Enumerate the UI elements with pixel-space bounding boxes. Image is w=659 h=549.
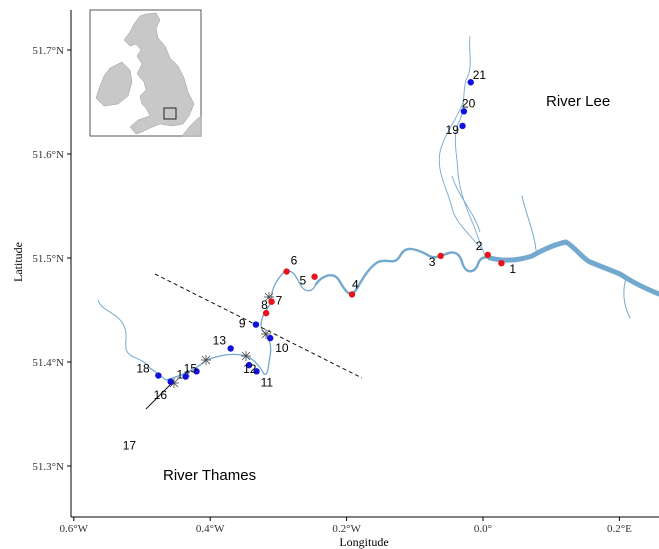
inset-continent — [181, 115, 202, 137]
site-label-4: 4 — [352, 277, 359, 291]
x-tick-label: 0.2°E — [607, 523, 632, 535]
y-tick-label: 51.4°N — [32, 357, 64, 369]
x-tick-label: 0.2°W — [332, 523, 361, 535]
site-marker-9 — [252, 321, 260, 328]
thames-upper-channel — [149, 270, 317, 381]
y-tick-label: 51.5°N — [32, 253, 64, 265]
site-marker-21 — [467, 79, 474, 86]
site-label-12: 12 — [243, 362, 257, 376]
site-marker-15 — [182, 373, 189, 380]
site-marker-18 — [155, 372, 162, 379]
thames-upper-tributary — [97, 299, 151, 369]
site-label-16: 16 — [154, 388, 168, 402]
river-thames-label: River Thames — [163, 467, 256, 484]
site-label-1: 1 — [509, 262, 516, 276]
site-marker-8 — [262, 309, 270, 317]
lee-side-channel — [451, 175, 481, 233]
site-label-8: 8 — [261, 298, 268, 312]
site-marker-5 — [311, 273, 318, 280]
site-label-13: 13 — [213, 333, 227, 347]
site-17-leader-line — [145, 382, 173, 410]
site-label-19: 19 — [446, 123, 460, 137]
inset-map — [89, 9, 202, 137]
x-tick-label: 0.4°W — [196, 523, 225, 535]
site-label-17: 17 — [123, 438, 137, 452]
site-marker-11 — [253, 368, 260, 375]
y-tick-label: 51.3°N — [32, 461, 64, 473]
lock-star-icon — [241, 351, 251, 361]
site-marker-10 — [267, 334, 274, 342]
site-marker-1 — [498, 260, 505, 267]
site-label-18: 18 — [136, 362, 150, 376]
y-tick-label: 51.6°N — [32, 149, 64, 161]
site-marker-19 — [459, 122, 466, 130]
site-label-10: 10 — [275, 341, 289, 355]
axis-ticks: 0.6°W 0.4°W 0.2°W 0.0° 0.2°E 51.3°N 51.4°N 51.5… — [32, 45, 632, 535]
y-axis-label: Latitude — [11, 242, 25, 282]
site-marker-6 — [283, 268, 290, 275]
thames-estuary-creek-2 — [623, 277, 631, 319]
site-label-15: 15 — [184, 362, 198, 376]
site-marker-12 — [245, 361, 253, 369]
river-lee-label: River Lee — [546, 93, 610, 110]
thames-lower-channel — [487, 239, 659, 297]
site-label-9: 9 — [239, 317, 246, 331]
site-marker-2 — [484, 251, 491, 259]
site-marker-7 — [268, 298, 275, 305]
inset-study-area-box — [163, 107, 177, 120]
x-tick-label: 0.0° — [474, 523, 492, 535]
y-tick-label: 51.7°N — [32, 45, 64, 57]
site-label-6: 6 — [291, 254, 298, 268]
site-marker-14 — [193, 368, 200, 375]
river-lee — [438, 35, 487, 259]
site-label-3: 3 — [429, 255, 436, 269]
x-tick-label: 0.6°W — [60, 523, 89, 535]
x-axis-label: Longitude — [339, 535, 388, 549]
inset-great-britain — [123, 12, 195, 135]
site-marker-13 — [227, 345, 234, 352]
site-label-21: 21 — [473, 68, 487, 82]
site-label-5: 5 — [300, 274, 307, 288]
thames-middle-channel — [314, 247, 492, 295]
site-marker-4 — [348, 291, 356, 298]
lee-channel — [454, 35, 487, 259]
site-marker-20 — [460, 108, 468, 115]
lock-star-icon — [201, 355, 211, 365]
site-label-20: 20 — [462, 96, 476, 110]
site-label-2: 2 — [476, 239, 483, 253]
site-marker-3 — [437, 252, 444, 260]
site-marker-16 — [167, 378, 174, 385]
lee-navigation — [438, 99, 483, 251]
site-label-11: 11 — [261, 375, 274, 389]
site-label-7: 7 — [276, 294, 283, 308]
thames-estuary-creek — [521, 195, 537, 251]
inset-ireland — [95, 61, 133, 107]
river-thames — [97, 195, 659, 381]
